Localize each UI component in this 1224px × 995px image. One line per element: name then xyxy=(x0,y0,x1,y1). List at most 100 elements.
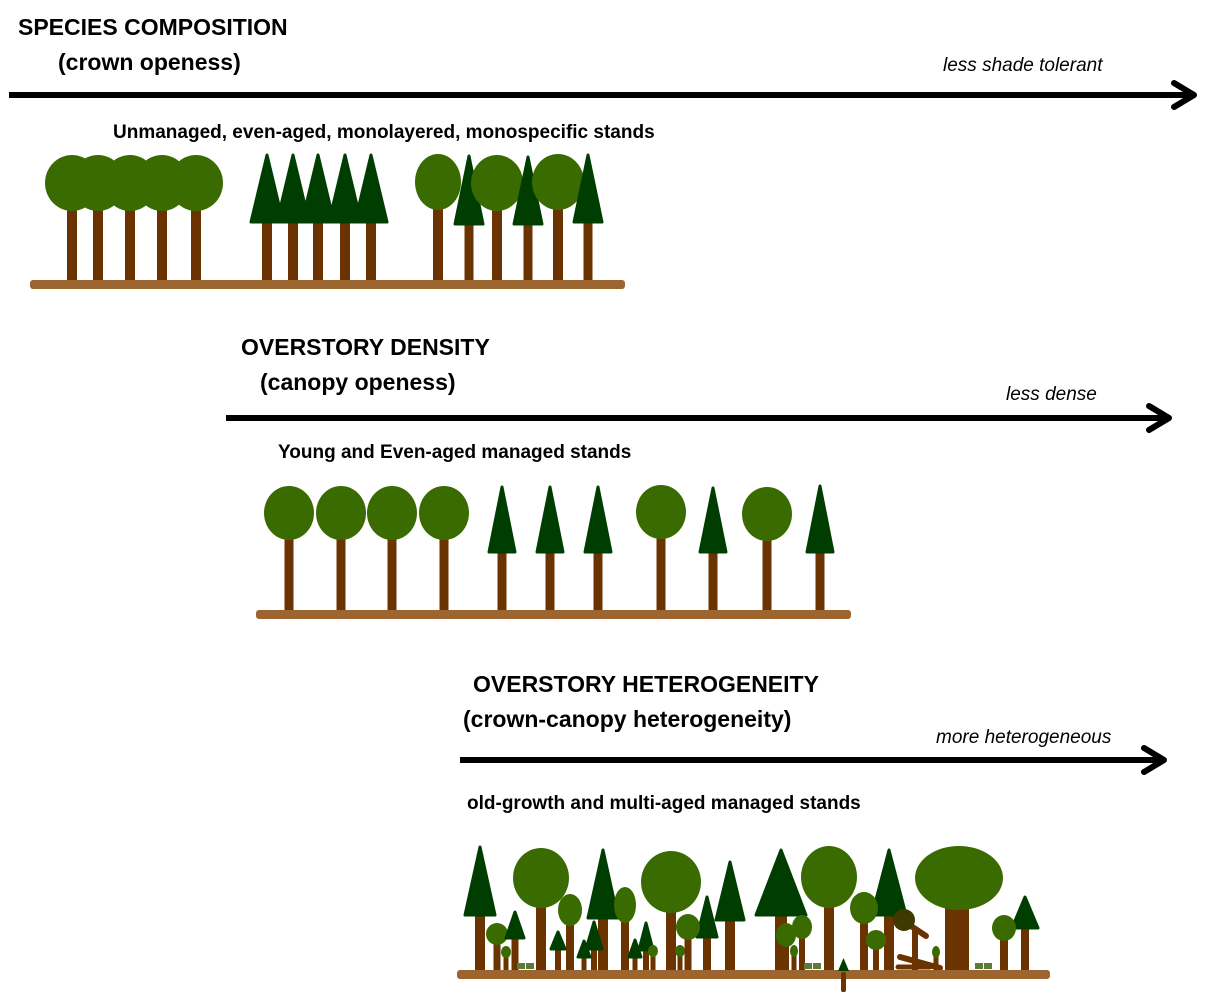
trunk xyxy=(650,951,656,970)
broadleaf-tree xyxy=(636,485,686,610)
trunk xyxy=(288,220,298,280)
conifer-crown xyxy=(300,153,336,224)
conifer-tree xyxy=(327,153,363,280)
conifer-crown xyxy=(275,153,311,224)
broadleaf-crown xyxy=(486,923,508,945)
trunk xyxy=(873,940,879,970)
broadleaf-tree xyxy=(932,946,940,970)
trunk xyxy=(511,936,519,970)
conifer-tree xyxy=(300,153,336,280)
panel-1-arrow xyxy=(9,80,1197,110)
broadleaf-crown xyxy=(792,915,812,939)
deadwood-snag xyxy=(893,909,943,971)
broadleaf-tree xyxy=(169,155,223,280)
trunk xyxy=(191,183,201,280)
trunk xyxy=(725,918,735,970)
panel-2-stand-label: Young and Even-aged managed stands xyxy=(278,442,632,463)
broadleaf-tree xyxy=(801,846,857,970)
seedling xyxy=(838,958,849,992)
trunk xyxy=(1021,926,1029,970)
trunk xyxy=(598,916,608,970)
broadleaf-tree xyxy=(614,887,636,970)
broadleaf-tree xyxy=(501,946,511,970)
broadleaf-crown xyxy=(915,846,1003,910)
conifer-crown xyxy=(714,860,746,922)
conifer-tree xyxy=(870,848,908,970)
conifer-crown xyxy=(637,921,655,952)
trunk xyxy=(643,948,649,970)
panel-3-stand-label: old-growth and multi-aged managed stands xyxy=(467,793,861,814)
trunk xyxy=(492,183,502,280)
conifer-crown xyxy=(698,486,728,554)
conifer-tree xyxy=(249,153,285,280)
broadleaf-tree xyxy=(264,486,314,610)
conifer-tree xyxy=(584,920,604,970)
panel-1-stand-illustration xyxy=(30,153,625,289)
conifer-tree xyxy=(698,486,728,610)
ground-strip xyxy=(457,970,1050,979)
trunk xyxy=(475,913,485,970)
conifer-crown xyxy=(249,153,285,224)
trunk xyxy=(632,955,638,970)
trunk xyxy=(125,183,135,280)
conifer-crown xyxy=(327,153,363,224)
panel-2-arrow xyxy=(226,403,1172,433)
conifer-tree xyxy=(754,848,808,970)
trunk xyxy=(621,905,629,970)
trunk xyxy=(684,927,692,970)
broadleaf-crown xyxy=(801,846,857,908)
trunk xyxy=(503,952,509,970)
panel-3-title: OVERSTORY HETEROGENEITY xyxy=(473,671,819,697)
broadleaf-crown xyxy=(742,487,792,541)
trunk xyxy=(387,513,397,610)
broadleaf-tree xyxy=(790,945,798,970)
conifer-tree xyxy=(275,153,311,280)
broadleaf-tree xyxy=(415,154,461,280)
broadleaf-tree xyxy=(792,915,812,970)
trunk xyxy=(703,935,711,970)
broadleaf-crown xyxy=(641,851,701,913)
shrub xyxy=(813,963,821,969)
ground-strip xyxy=(256,610,851,619)
fallen-log xyxy=(897,954,943,971)
conifer-tree xyxy=(463,845,497,970)
conifer-crown xyxy=(504,910,526,940)
broadleaf-tree xyxy=(558,894,582,970)
conifer-crown xyxy=(870,848,908,917)
trunk xyxy=(93,183,103,280)
conifer-crown xyxy=(586,848,620,920)
broadleaf-tree xyxy=(676,914,700,970)
conifer-crown xyxy=(583,485,613,554)
trunk xyxy=(666,882,676,970)
snag-crown xyxy=(893,909,915,931)
trunk xyxy=(591,947,597,970)
trunk xyxy=(439,513,449,610)
panel-1-title: SPECIES COMPOSITION xyxy=(18,14,288,40)
trunk xyxy=(677,951,683,970)
trunk xyxy=(824,877,834,970)
shrub xyxy=(526,963,534,969)
trunk xyxy=(783,935,789,970)
seedling-crown xyxy=(838,958,849,971)
trunk xyxy=(493,934,501,970)
broadleaf-tree xyxy=(471,155,523,280)
conifer-tree xyxy=(487,485,517,610)
panel-1-stand-label: Unmanaged, even-aged, monolayered, monos… xyxy=(113,122,655,143)
broadleaf-crown xyxy=(866,930,886,950)
broadleaf-crown xyxy=(415,154,461,210)
trunk xyxy=(583,220,593,280)
conifer-crown xyxy=(584,920,604,951)
broadleaf-tree xyxy=(641,851,701,970)
broadleaf-crown xyxy=(850,892,878,924)
panel-1-direction-label: less shade tolerant xyxy=(943,55,1103,76)
broadleaf-tree xyxy=(992,915,1016,970)
broadleaf-crown xyxy=(471,155,523,211)
broadleaf-crown xyxy=(264,486,314,540)
trunk xyxy=(593,550,603,610)
conifer-crown xyxy=(695,895,719,939)
conifer-tree xyxy=(695,895,719,970)
broadleaf-crown xyxy=(501,946,511,958)
trunk xyxy=(860,908,868,970)
conifer-crown xyxy=(576,939,592,959)
